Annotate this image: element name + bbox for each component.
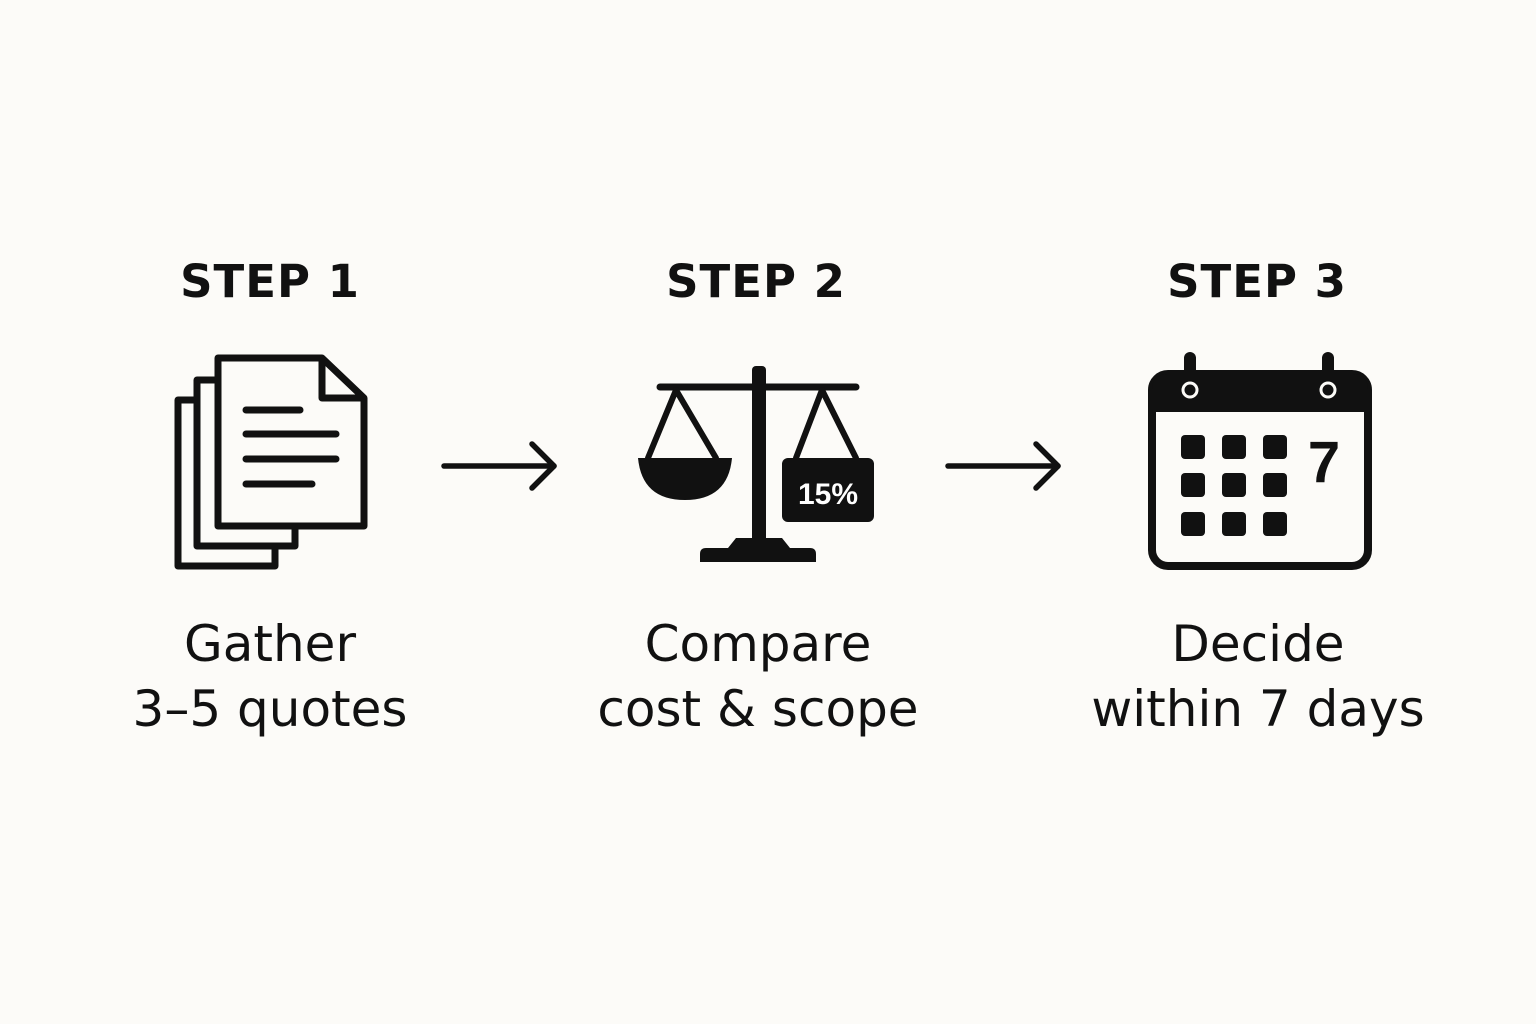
- step-1-caption-line-1: Gather: [184, 615, 356, 673]
- step-2-caption-line-1: Compare: [644, 615, 872, 673]
- step-1-caption: Gather 3–5 quotes: [50, 612, 490, 742]
- step-2-title: STEP 2: [666, 255, 846, 308]
- step-3-caption-line-2: within 7 days: [1091, 680, 1425, 738]
- arrow-right-icon: [438, 430, 568, 500]
- step-2-caption-line-2: cost & scope: [597, 680, 919, 738]
- calendar-day-number: 7: [1308, 430, 1340, 495]
- step-1-title: STEP 1: [180, 255, 360, 308]
- balance-scale-icon: 15%: [630, 340, 890, 580]
- step-3-title: STEP 3: [1167, 255, 1347, 308]
- scale-badge-text: 15%: [798, 478, 858, 511]
- arrow-right-icon: [942, 430, 1072, 500]
- step-1-caption-line-2: 3–5 quotes: [132, 680, 408, 738]
- documents-icon: [140, 340, 400, 580]
- step-3-caption-line-1: Decide: [1171, 615, 1345, 673]
- step-3-caption: Decide within 7 days: [1038, 612, 1478, 742]
- calendar-icon: 7: [1130, 340, 1390, 580]
- step-2-caption: Compare cost & scope: [538, 612, 978, 742]
